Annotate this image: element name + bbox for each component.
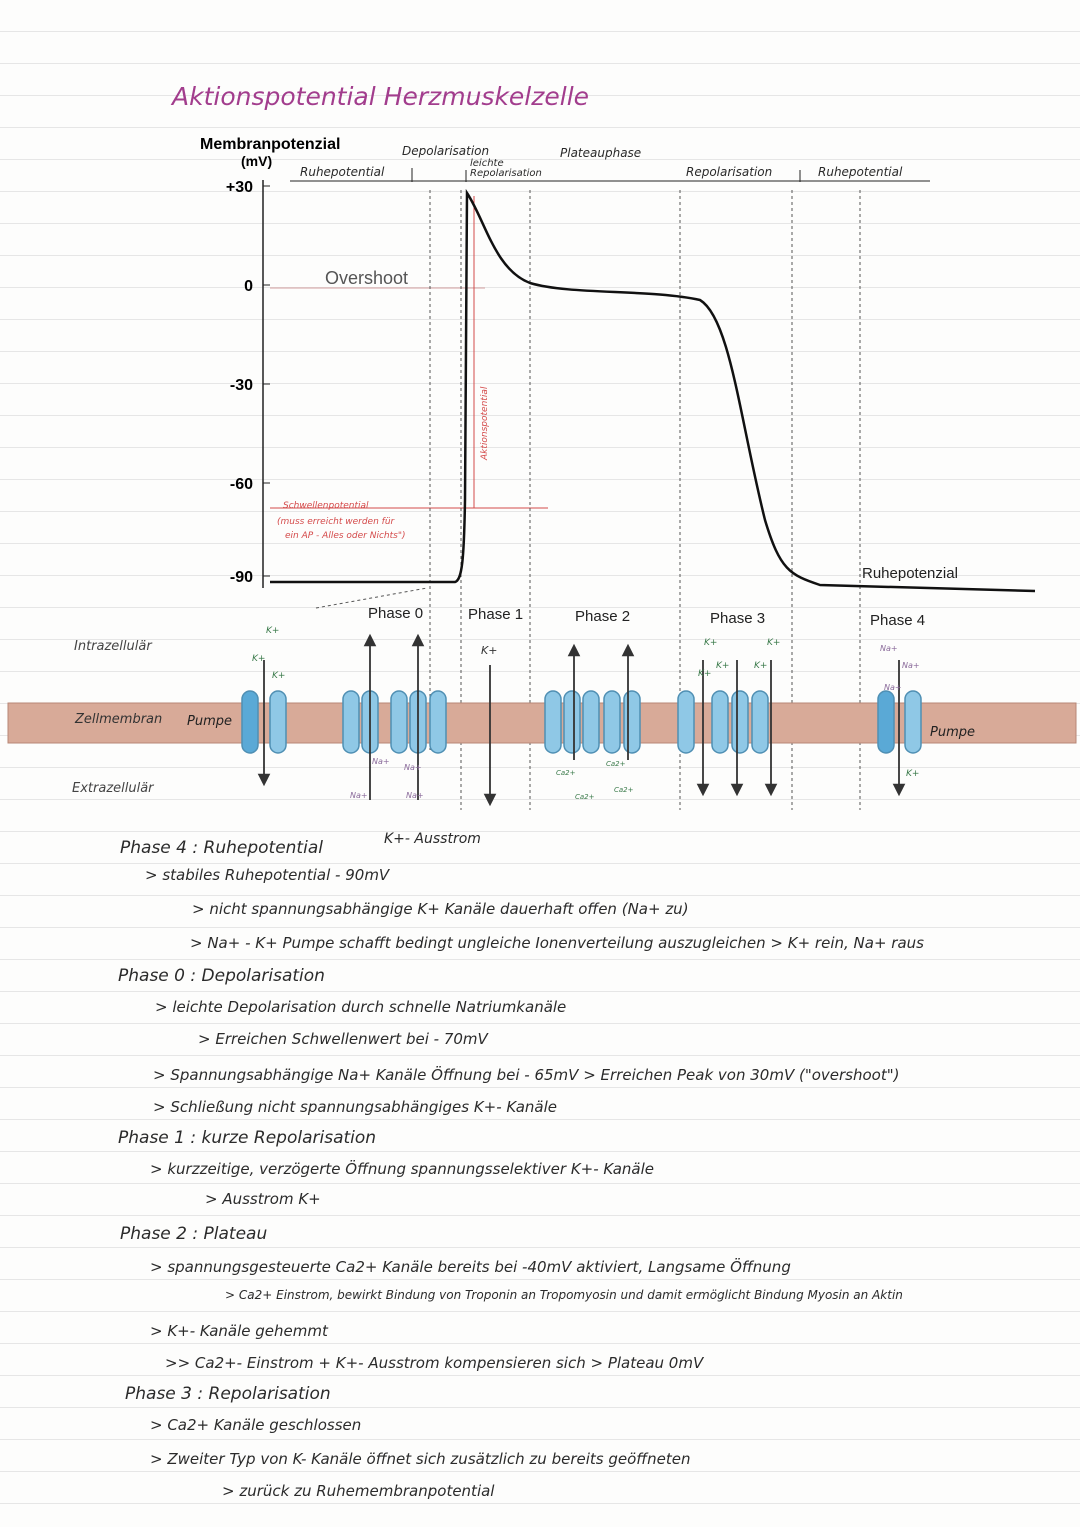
note-line: > zurück zu Ruhemembranpotential	[222, 1482, 495, 1500]
label-depolarisation: Depolarisation	[402, 144, 489, 158]
intrazellular-label: Intrazellulär	[74, 639, 153, 654]
ion-label: Na+	[372, 757, 390, 766]
ion-label: K+	[481, 644, 497, 657]
ion-label: K+	[906, 769, 919, 779]
ion-label: Ca2+	[556, 769, 576, 777]
note-line: > Erreichen Schwellenwert bei - 70mV	[198, 1030, 488, 1048]
ion-label: K+	[272, 671, 285, 681]
label-leichte: leichte	[470, 158, 504, 169]
ion-label: Na+	[884, 683, 902, 692]
note-line: > Na+ - K+ Pumpe schafft bedingt ungleic…	[190, 934, 924, 952]
note-line: Phase 4 : Ruhepotential	[120, 838, 323, 858]
y-tick-label: +30	[226, 179, 253, 196]
zellmembran-label: Zellmembran	[74, 712, 162, 727]
ion-label: Na+	[350, 791, 368, 800]
y-axis-label: Membranpotenzial	[200, 136, 340, 153]
ruhepotenzial-label: Ruhepotenzial	[862, 565, 958, 582]
note-line: > Ausstrom K+	[205, 1190, 321, 1208]
y-tick-label: -90	[230, 569, 253, 586]
note-line: Phase 2 : Plateau	[120, 1224, 268, 1244]
ion-label: Ca2+	[575, 793, 595, 801]
note-line: > Ca2+ Kanäle geschlossen	[150, 1416, 362, 1434]
ion-label: K+	[767, 638, 780, 648]
k-ausstrom-label: K+- Ausstrom	[384, 831, 481, 847]
ion-label: K+	[716, 661, 729, 671]
overshoot-label: Overshoot	[325, 268, 408, 288]
note-line: > Spannungsabhängige Na+ Kanäle Öffnung …	[153, 1066, 900, 1084]
ion-label: Na+	[880, 644, 898, 653]
note-line: >> Ca2+- Einstrom + K+- Ausstrom kompens…	[165, 1354, 704, 1372]
ion-flow-arrows	[257, 633, 906, 807]
phase-label: Phase 3	[710, 610, 765, 627]
ion-label: Na+	[902, 661, 920, 670]
label-plateauphase: Plateauphase	[560, 146, 641, 160]
label-repolarisation-small: Repolarisation	[470, 168, 542, 179]
note-line: > spannungsgesteuerte Ca2+ Kanäle bereit…	[150, 1258, 791, 1276]
action-potential-diagram: Membranpotenzial (mV) +30 0 -30 -60 -90 …	[7, 136, 1077, 810]
y-tick-label: -60	[230, 476, 253, 493]
threshold-note: Schwellenpotential	[283, 501, 369, 511]
ion-label: K+	[252, 654, 265, 664]
aktionspotential-vertical-label: Aktionspotential	[480, 386, 490, 461]
note-line: > Schließung nicht spannungsabhängiges K…	[153, 1098, 558, 1116]
extrazellular-label: Extrazellulär	[72, 781, 155, 796]
label-repolarisation: Repolarisation	[686, 165, 772, 179]
note-line: > K+- Kanäle gehemmt	[150, 1322, 328, 1340]
phase-label: Phase 4	[870, 612, 925, 629]
ion-label: Na+	[404, 763, 422, 772]
pumpe-right-label: Pumpe	[930, 725, 975, 740]
ion-label: Ca2+	[614, 786, 634, 794]
ion-channels	[241, 690, 922, 754]
ion-label: K+	[704, 638, 717, 648]
action-potential-curve	[270, 188, 1036, 593]
note-line: > kurzzeitige, verzögerte Öffnung spannu…	[150, 1160, 655, 1178]
cell-membrane	[7, 702, 1077, 744]
phase-label: Phase 1	[468, 606, 523, 623]
note-line: Phase 3 : Repolarisation	[125, 1384, 331, 1404]
note-line: > Zweiter Typ von K- Kanäle öffnet sich …	[150, 1450, 691, 1468]
y-tick-label: -30	[230, 377, 253, 394]
phase-label: Phase 2	[575, 608, 630, 625]
ion-label: Na+	[406, 791, 424, 800]
note-line: > leichte Depolarisation durch schnelle …	[155, 998, 567, 1016]
ion-label: K+	[266, 626, 279, 636]
note-line: > Ca2+ Einstrom, bewirkt Bindung von Tro…	[225, 1288, 903, 1302]
label-ruhepotential-right: Ruhepotential	[818, 165, 903, 179]
threshold-note: (muss erreicht werden für	[277, 517, 396, 527]
phase-label: Phase 0	[368, 605, 423, 622]
y-axis-unit: (mV)	[241, 153, 272, 169]
note-line: Phase 0 : Depolarisation	[118, 966, 325, 986]
label-ruhepotential-left: Ruhepotential	[300, 165, 385, 179]
ion-label: K+	[754, 661, 767, 671]
note-line: Phase 1 : kurze Repolarisation	[118, 1128, 377, 1148]
page-title: Aktionspotential Herzmuskelzelle	[172, 82, 590, 111]
y-ticks: +30 0 -30 -60 -90	[226, 179, 270, 586]
y-tick-label: 0	[244, 278, 253, 295]
note-line: > stabiles Ruhepotential - 90mV	[145, 866, 390, 884]
note-line: > nicht spannungsabhängige K+ Kanäle dau…	[192, 900, 689, 918]
pumpe-left-label: Pumpe	[187, 714, 232, 729]
threshold-note: ein AP - Alles oder Nichts")	[285, 531, 405, 541]
ion-label: Ca2+	[606, 760, 626, 768]
ion-label: K+	[698, 669, 711, 679]
